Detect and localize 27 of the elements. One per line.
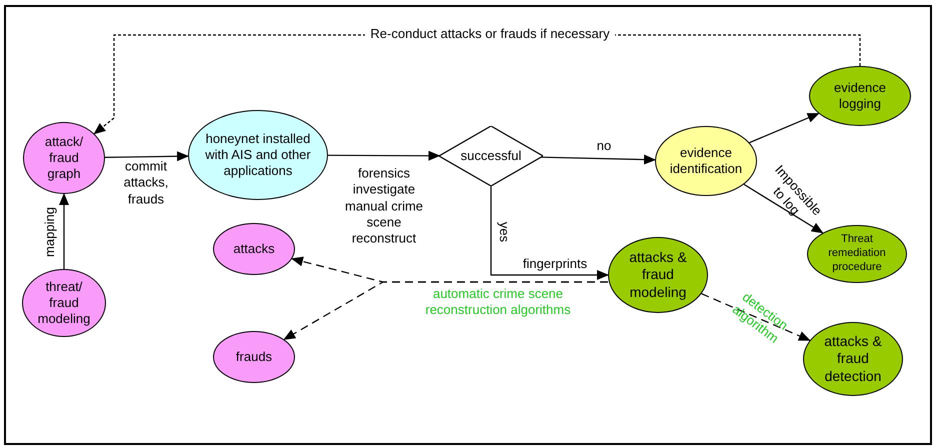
node-label: attack/ fraud graph <box>44 134 84 182</box>
node-label: frauds <box>236 348 272 366</box>
dashed-arrow <box>701 293 811 341</box>
edge-label: automatic crime scene reconstruction algorithms <box>424 286 572 318</box>
node-label: evidence identification <box>668 144 744 178</box>
arrow <box>59 193 69 269</box>
edge-label: no <box>596 138 612 154</box>
arrow <box>328 150 440 161</box>
arrow <box>744 184 824 234</box>
arrow <box>540 154 656 165</box>
arrow <box>104 151 189 162</box>
node-label: evidence logging <box>832 80 888 112</box>
node-label: attacks <box>233 240 275 258</box>
node-label: Threat remediation procedure <box>827 233 887 275</box>
dashed-arrow <box>283 281 608 340</box>
edge-label: commit attacks, frauds <box>122 158 170 208</box>
node-label: attacks & fraud detection <box>823 332 883 386</box>
annotation-text: fingerprints <box>522 256 588 272</box>
node-label: attacks & fraud modeling <box>628 248 688 302</box>
edge-label: forensics investigate manual crime scene reconstruct <box>344 165 424 247</box>
edge-label: Re-conduct attacks or frauds if necessary <box>365 26 615 42</box>
arrow <box>749 112 820 144</box>
node-label: successful <box>460 148 522 164</box>
process-ellipse <box>213 331 295 383</box>
node-label: threat/ fraud modeling <box>36 278 92 328</box>
node-label: honeynet installed with AIS and other applications <box>204 130 312 180</box>
arrow <box>490 186 609 280</box>
